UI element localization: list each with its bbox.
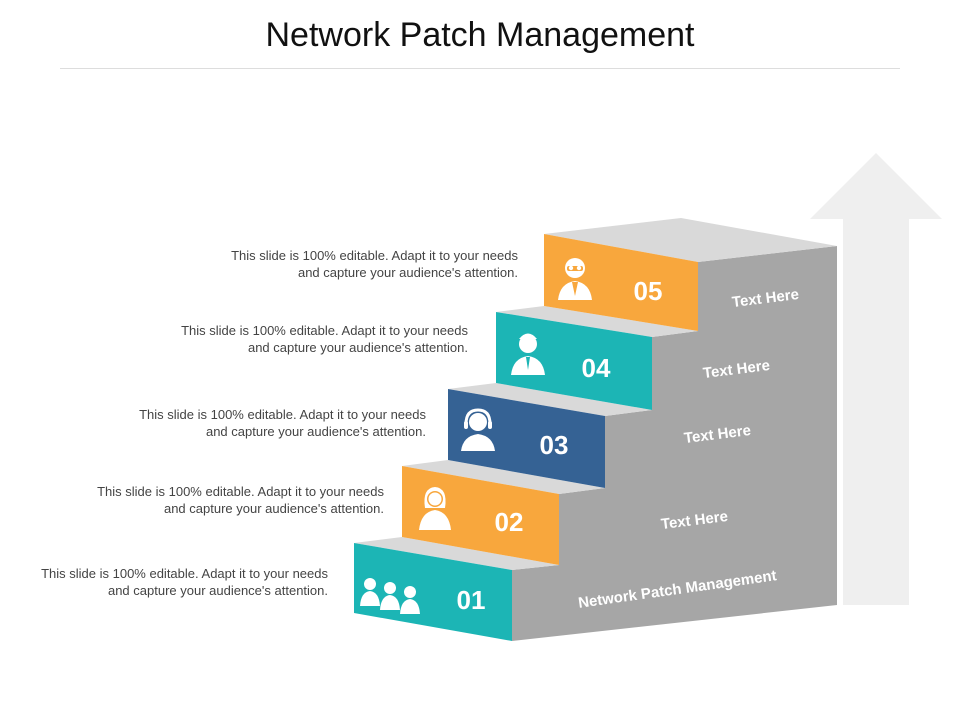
step-04-top [496,306,698,337]
step-04-description: This slide is 100% editable. Adapt it to… [181,323,468,355]
woman-icon [419,487,451,530]
step-02-top [402,460,605,494]
step-01-front [354,543,512,641]
step-03-top [448,383,652,416]
step-02-description: This slide is 100% editable. Adapt it to… [97,484,384,516]
step-03-description: This slide is 100% editable. Adapt it to… [139,407,426,439]
step-02-number: 02 [495,507,524,537]
doctor-icon [558,258,592,300]
staircase-side-wall [512,246,837,641]
up-arrow-shape [810,153,942,605]
step-05-number: 05 [634,276,663,306]
group-icon [360,578,420,614]
headset-icon [461,408,495,451]
step-01-top [354,537,559,570]
man-icon [511,333,545,375]
step-05-top [544,218,837,262]
step-05-description: This slide is 100% editable. Adapt it to… [231,248,518,280]
step-01-description: This slide is 100% editable. Adapt it to… [41,566,328,598]
step-04-number: 04 [582,353,611,383]
step-04-front [496,312,652,410]
step-03-number: 03 [540,430,569,460]
step-05-front [544,234,698,331]
slide-title: Network Patch Management [265,16,695,54]
title-divider [60,68,900,69]
step-01-number: 01 [457,585,486,615]
